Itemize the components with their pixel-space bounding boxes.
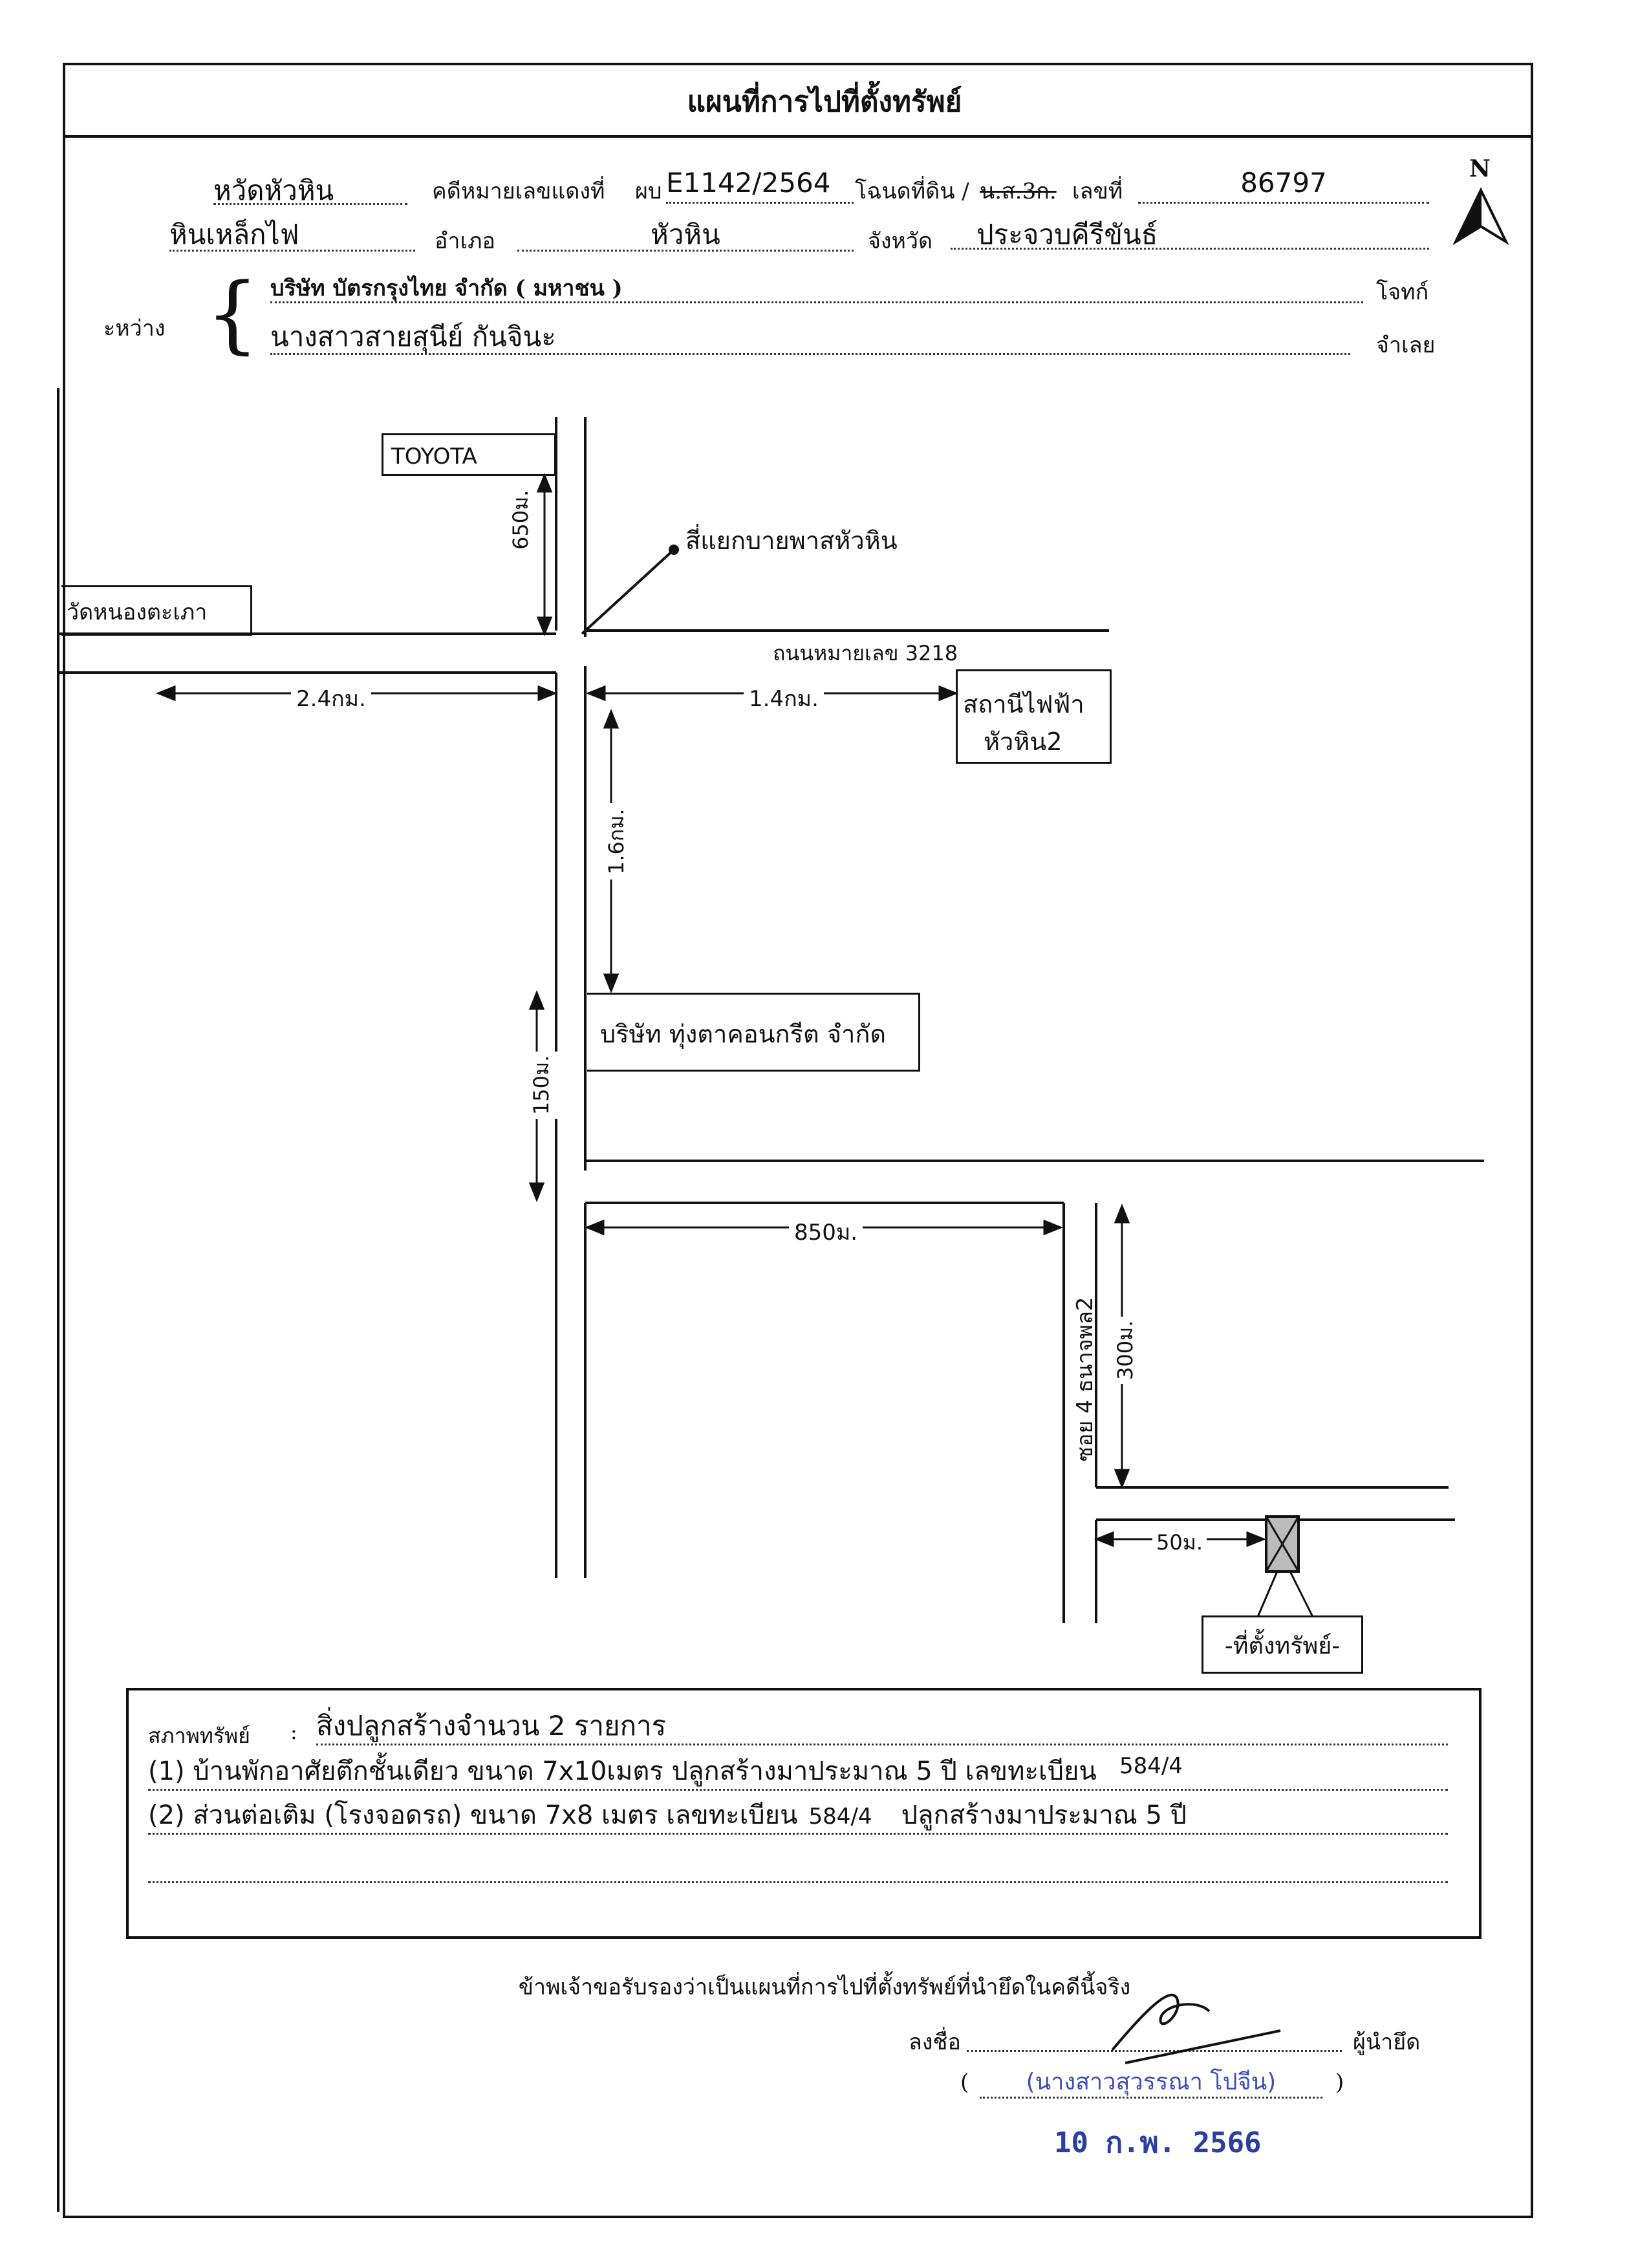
dist-1-4km: 1.4กม. <box>744 681 824 716</box>
signature-mark <box>1111 1993 1281 2064</box>
toyota-label: TOYOTA <box>382 433 556 476</box>
condition-item-1-reg: 584/4 <box>1119 1753 1183 1779</box>
district-value: หัวหิน <box>517 213 854 252</box>
role-label: ผู้นำยึด <box>1353 2029 1421 2055</box>
substation-line1: สถานีไฟฟ้า <box>963 690 1084 718</box>
defendant-label: จำเลย <box>1376 332 1436 358</box>
sign-label: ลงชื่อ <box>909 2029 961 2055</box>
condition-line-2: (2) ส่วนต่อเติม (โรงจอดรถ) ขนาด 7x8 เมตร… <box>148 1794 1448 1835</box>
deed-no-label: เลขที่ <box>1072 178 1123 204</box>
temple-label: วัดหนองตะเภา <box>61 585 252 636</box>
case-label: คดีหมายเลขแดงที่ <box>432 178 605 204</box>
case-prefix: ผบ <box>635 178 662 204</box>
page-title: แผนที่การไปที่ตั้งทรัพย์ <box>687 85 962 118</box>
soi-label: ซอย 4 ธนาจพล2 <box>1072 1297 1098 1462</box>
dist-1-6km: 1.6กม. <box>600 803 633 880</box>
between-label: ะหว่าง <box>103 316 166 341</box>
case-value: E1142/2564 <box>666 167 854 204</box>
condition-label: สภาพทรัพย์ <box>148 1723 250 1748</box>
signature-line <box>967 2018 1342 2052</box>
province-label: จังหวัด <box>868 228 933 254</box>
deed-struck: น.ส.3ก. <box>980 178 1057 204</box>
condition-line-1: (1) บ้านพักอาศัยตึกชั้นเดียว ขนาด 7x10เม… <box>148 1750 1448 1791</box>
paren-open: ( <box>960 2069 969 2095</box>
company-label: บริษัท ทุ่งตาคอนกรีต จำกัด <box>587 993 920 1072</box>
certify-statement: ข้าพเจ้าขอรับรองว่าเป็นแผนที่การไปที่ตั้… <box>518 1974 1131 2000</box>
condition-colon: : <box>290 1720 297 1744</box>
dist-650m: 650ม. <box>508 490 533 550</box>
subdistrict-value: หินเหล็กไฟ <box>169 213 415 252</box>
substation-line2: หัวหิน2 <box>984 728 1062 756</box>
signer-name: (นางสาวสุวรรณา โปจีน) <box>980 2063 1322 2099</box>
district-label: อำเภอ <box>435 228 495 254</box>
province-value: ประจวบคีรีขันธ์ <box>951 213 1429 250</box>
title-divider <box>63 135 1533 138</box>
page-frame <box>63 63 1533 2218</box>
dist-2-4km: 2.4กม. <box>291 681 371 716</box>
north-label: N <box>1469 155 1491 182</box>
condition-item-2-reg: 584/4 <box>808 1804 872 1830</box>
property-label: -ที่ตั้งทรัพย์- <box>1202 1615 1363 1674</box>
date-stamp: 10 ก.พ. 2566 <box>1054 2126 1262 2159</box>
condition-line-0: สิ่งปลูกสร้างจำนวน 2 รายการ <box>316 1705 1448 1745</box>
dist-150m: 150ม. <box>525 1051 558 1119</box>
north-arrow-icon <box>1452 188 1509 246</box>
condition-item-2: (2) ส่วนต่อเติม (โรงจอดรถ) ขนาด 7x8 เมตร… <box>148 1800 798 1830</box>
substation-box: สถานีไฟฟ้า หัวหิน2 <box>956 669 1112 764</box>
intersection-label: สี่แยกบายพาสหัวหิน <box>685 526 898 555</box>
deed-no-value: 86797 <box>1138 167 1429 204</box>
brace-icon: { <box>206 265 259 363</box>
plaintiff-value: บริษัท บัตรกรุงไทย จำกัด ( มหาชน ) <box>270 270 1363 303</box>
condition-item-2-tail: ปลูกสร้างมาประมาณ 5 ปี <box>901 1800 1187 1830</box>
paren-close: ) <box>1335 2069 1344 2095</box>
condition-line-3 <box>148 1842 1448 1883</box>
plaintiff-label: โจทก์ <box>1376 279 1429 305</box>
condition-item-1: (1) บ้านพักอาศัยตึกชั้นเดียว ขนาด 7x10เม… <box>148 1756 1097 1786</box>
court-value: หวัดหัวหิน <box>213 169 407 206</box>
defendant-value: นางสาวสายสุนีย์ กันจินะ <box>270 316 1350 355</box>
condition-box: สภาพทรัพย์ : สิ่งปลูกสร้างจำนวน 2 รายการ… <box>126 1688 1482 1939</box>
highway-label: ถนนหมายเลข 3218 <box>773 641 958 665</box>
deed-label: โฉนดที่ดิน / <box>855 178 969 204</box>
dist-850m: 850ม. <box>789 1215 863 1249</box>
dist-300m: 300ม. <box>1109 1316 1142 1384</box>
dist-50m: 50ม. <box>1152 1526 1207 1559</box>
